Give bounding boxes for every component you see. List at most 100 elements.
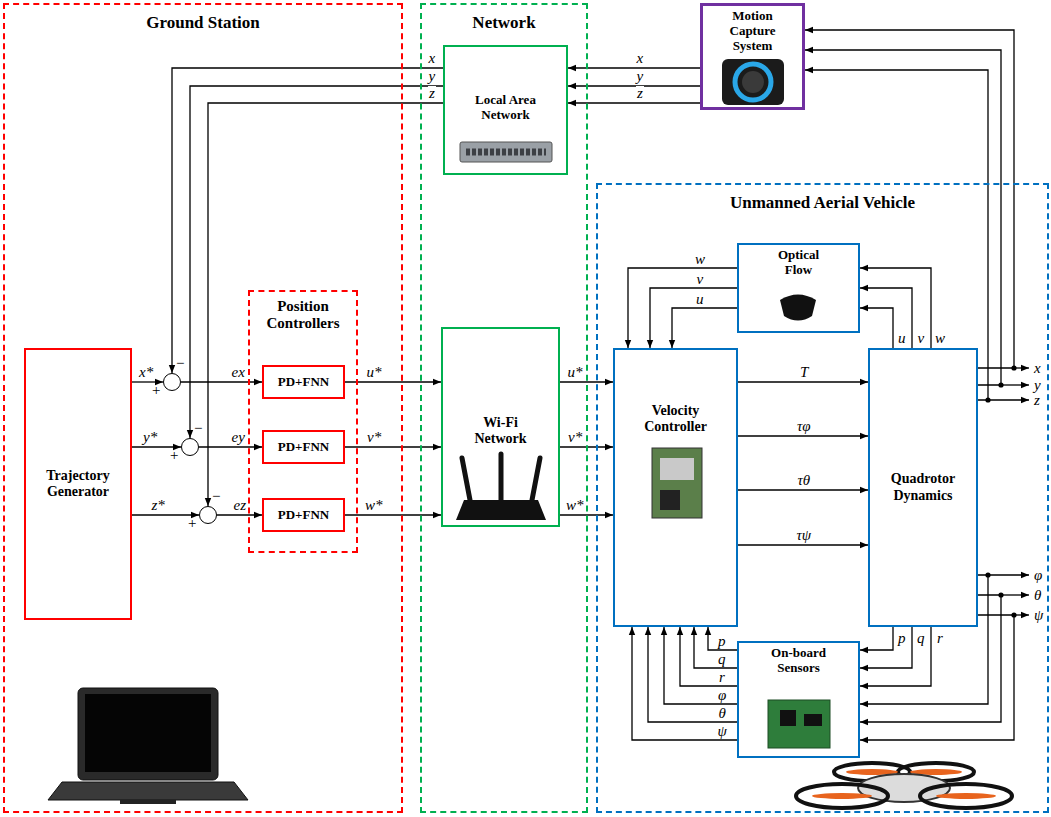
signal-label: ex: [231, 365, 246, 380]
signal-arrow: [345, 514, 441, 515]
signal-label: p: [897, 631, 907, 646]
box-label: Optical Flow: [769, 248, 829, 278]
output-signal-label: φ: [1033, 568, 1043, 583]
controller-box: PD+FNN: [262, 430, 345, 464]
output-arrow: [1001, 594, 1029, 595]
signal-label: r: [718, 670, 726, 685]
signal-label: y: [636, 69, 645, 84]
signal-label: ez: [233, 498, 248, 513]
signal-label: w: [934, 331, 946, 346]
signal-arrow: [648, 627, 737, 722]
signal-label: y*: [142, 430, 158, 445]
signal-arrow: [345, 446, 441, 447]
signal-label: y: [428, 69, 437, 84]
box-label: Motion Capture System: [713, 9, 793, 54]
output-signal-label: z: [1033, 393, 1041, 408]
signal-arrow: [694, 627, 737, 668]
region-title: Position Controllers: [250, 298, 356, 333]
laptop-hinge: [120, 800, 176, 804]
signal-label: x: [428, 51, 437, 66]
signal-arrow: [680, 627, 737, 686]
signal-label: τφ: [796, 419, 812, 434]
signal-label: p: [717, 634, 727, 649]
signal-arrow: [738, 435, 868, 436]
camera-body: [722, 59, 784, 105]
drone-guard: [920, 784, 1012, 808]
box-label: On-board Sensors: [754, 646, 844, 676]
signal-label: z: [636, 86, 644, 101]
box-label: PD+FNN: [276, 440, 331, 455]
sign-label: +: [170, 448, 178, 463]
signal-label: v*: [366, 430, 382, 445]
signal-label: v*: [567, 430, 583, 445]
signal-arrow: [672, 308, 737, 348]
signal-arrow: [650, 288, 737, 348]
wifi-box: Wi-Fi Network: [441, 327, 560, 527]
signal-arrow: [805, 50, 1001, 385]
output-arrow: [988, 399, 1029, 400]
router-antenna: [462, 458, 470, 500]
signal-label: v: [696, 272, 705, 287]
summing-junction: +−: [181, 438, 199, 456]
network-switch: [460, 142, 552, 162]
switch-ports: [466, 149, 546, 156]
signal-arrow: [738, 489, 868, 490]
signal-arrow: [860, 575, 988, 704]
router-antenna: [532, 458, 540, 500]
sign-label: −: [194, 421, 202, 436]
box-label: PD+FNN: [276, 375, 331, 390]
output-signal-label: y: [1033, 378, 1042, 393]
board-chip: [660, 490, 680, 510]
drone-guard: [796, 784, 888, 808]
output-signal-label: x: [1033, 361, 1042, 376]
signal-label: z: [428, 86, 436, 101]
trajectory-generator-box: Trajectory Generator: [24, 348, 132, 620]
signal-arrow: [738, 381, 868, 382]
signal-label: w*: [364, 498, 384, 513]
signal-label: θ: [718, 706, 727, 721]
signal-label: z*: [151, 498, 166, 513]
signal-arrow: [860, 627, 931, 686]
signal-label: r: [936, 631, 944, 646]
junction-dot: [985, 572, 990, 577]
summing-junction: +−: [199, 506, 217, 524]
signal-label: φ: [717, 688, 727, 703]
signal-arrow: [860, 308, 893, 348]
signal-arrow: [805, 70, 988, 400]
signal-arrow: [860, 288, 912, 348]
router-antenna: [499, 454, 504, 500]
output-signal-label: ψ: [1033, 608, 1044, 623]
signal-label: u: [897, 331, 907, 346]
junction-dot: [998, 592, 1003, 597]
summing-junction: +−: [163, 373, 181, 391]
signal-label: u: [695, 292, 705, 307]
laptop-base: [48, 782, 248, 800]
sensor-chip: [804, 714, 822, 726]
box-label: Local Area Network: [461, 93, 551, 123]
router-body: [456, 500, 546, 520]
signal-label: ey: [231, 430, 246, 445]
camera-lens: [742, 71, 764, 93]
junction-dot: [998, 382, 1003, 387]
signal-label: v: [917, 331, 926, 346]
signal-arrow: [664, 627, 737, 704]
junction-dot: [1011, 365, 1016, 370]
motion-capture-box: Motion Capture System: [700, 3, 805, 110]
sensor-board: [768, 700, 830, 748]
signal-arrow: [208, 103, 443, 506]
controller-box: PD+FNN: [262, 498, 345, 532]
region-title: Network: [422, 13, 586, 33]
signal-label: τθ: [797, 473, 812, 488]
signal-label: τψ: [796, 528, 813, 543]
quadrotor-dynamics-box: Quadrotor Dynamics: [868, 348, 978, 627]
signal-arrow: [738, 544, 868, 545]
box-label: Quadrotor Dynamics: [878, 471, 968, 503]
onboard-sensors-box: On-board Sensors: [737, 641, 860, 758]
signal-arrow: [860, 595, 1001, 722]
signal-arrow: [628, 268, 737, 348]
signal-label: ψ: [717, 724, 728, 739]
sensor-chip: [780, 710, 796, 726]
signal-arrow: [632, 627, 737, 740]
